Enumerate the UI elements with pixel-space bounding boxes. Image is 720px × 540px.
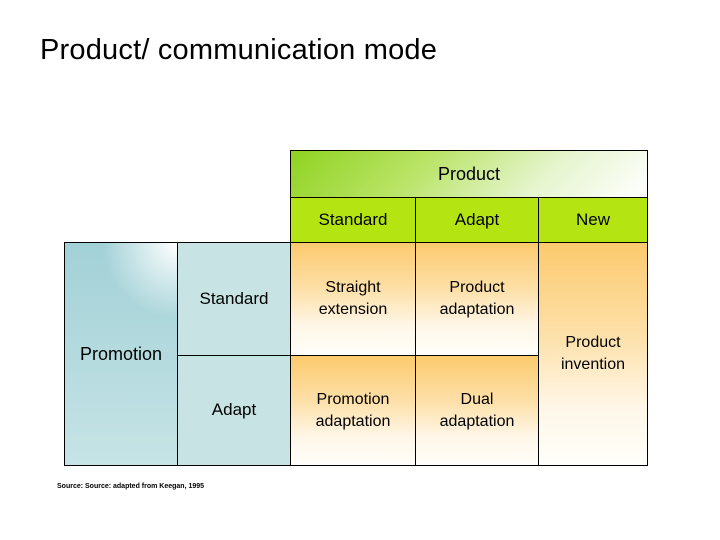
column-header-new: New bbox=[538, 197, 648, 243]
row-axis-title-promotion: Promotion bbox=[64, 242, 178, 466]
row-header-standard: Standard bbox=[177, 242, 291, 356]
matrix-cell-promotion-adaptation: Promotion adaptation bbox=[290, 355, 416, 466]
column-header-adapt: Adapt bbox=[415, 197, 539, 243]
matrix-cell-straight-extension: Straight extension bbox=[290, 242, 416, 356]
matrix-cell-product-invention: Product invention bbox=[538, 242, 648, 466]
source-note: Source: Source: adapted from Keegan, 199… bbox=[57, 483, 205, 490]
matrix-cell-dual-adaptation: Dual adaptation bbox=[415, 355, 539, 466]
matrix-cell-product-adaptation: Product adaptation bbox=[415, 242, 539, 356]
row-header-adapt: Adapt bbox=[177, 355, 291, 466]
column-axis-title-product: Product bbox=[290, 150, 648, 198]
page-title: Product/ communication mode bbox=[40, 34, 438, 66]
column-header-standard: Standard bbox=[290, 197, 416, 243]
